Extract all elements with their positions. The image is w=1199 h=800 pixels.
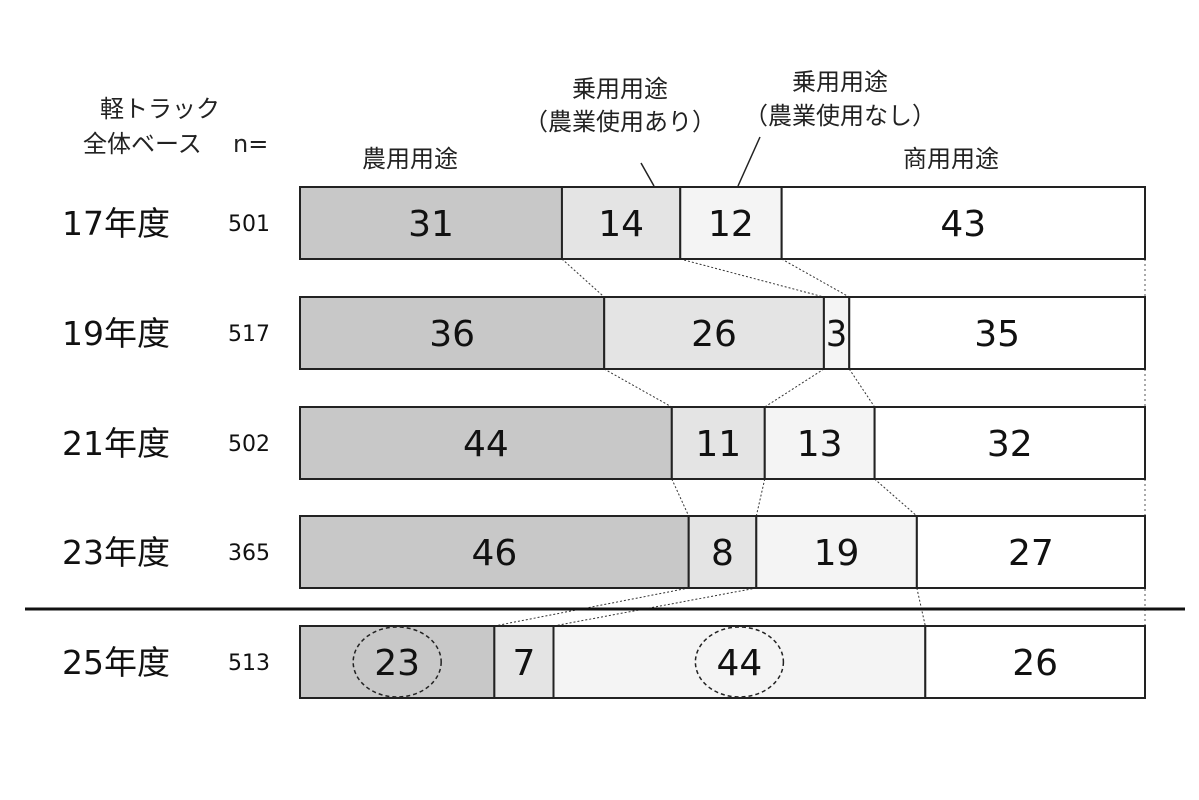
bar-segment — [755, 515, 918, 589]
legend-passenger-farm-line2: （農業使用あり） — [524, 108, 716, 136]
bar-segment — [924, 625, 1146, 699]
legend-passenger-farm-line1: 乗用用途 — [572, 75, 668, 103]
data-label: 26 — [691, 314, 737, 355]
bar-segment — [915, 515, 1146, 589]
year-label: 17年度 — [62, 204, 170, 243]
data-label: 3 — [826, 314, 847, 355]
bar-segment — [763, 406, 876, 480]
connector-line — [494, 587, 689, 627]
data-label: 23 — [374, 643, 420, 684]
bar-segment — [848, 296, 1146, 370]
n-value: 517 — [228, 322, 270, 347]
data-label: 27 — [1008, 533, 1054, 574]
bar-segment — [299, 625, 496, 699]
data-label: 11 — [695, 424, 741, 465]
legend-pointer-line — [640, 162, 655, 187]
data-label: 43 — [940, 204, 986, 245]
connector-line — [603, 368, 673, 408]
data-label: 8 — [711, 533, 734, 574]
n-label: n= — [233, 130, 269, 158]
data-label: 12 — [708, 204, 754, 245]
data-label: 26 — [1012, 643, 1058, 684]
connector-line — [916, 587, 926, 627]
connector-line — [848, 368, 876, 408]
bar-segment — [603, 296, 825, 370]
year-label: 21年度 — [62, 424, 170, 463]
n-value: 501 — [228, 212, 270, 237]
data-label: 44 — [716, 643, 762, 684]
connector-line — [553, 587, 757, 627]
data-label: 13 — [797, 424, 843, 465]
connector-line — [874, 478, 918, 517]
connector-line — [764, 368, 825, 408]
connector-line — [671, 478, 690, 517]
legend-passenger-nofarm-line1: 乗用用途 — [792, 68, 888, 96]
n-value: 513 — [228, 651, 270, 676]
bar-segment — [687, 515, 758, 589]
data-label: 31 — [408, 204, 454, 245]
bar-segment — [780, 186, 1147, 260]
base-label-line2: 全体ベース — [83, 130, 202, 158]
highlight-circle — [352, 626, 442, 698]
data-label: 7 — [512, 643, 535, 684]
year-label: 19年度 — [62, 314, 170, 353]
connector-line — [561, 258, 605, 298]
legend-commercial: 商用用途 — [903, 145, 999, 173]
bar-segment — [873, 406, 1146, 480]
n-value: 502 — [228, 432, 270, 457]
data-label: 19 — [814, 533, 860, 574]
data-label: 35 — [974, 314, 1020, 355]
legend-agri: 農用用途 — [362, 145, 458, 173]
data-label: 36 — [429, 314, 475, 355]
bar-segment — [299, 186, 563, 260]
data-label: 46 — [471, 533, 517, 574]
connector-line — [755, 478, 766, 517]
data-label: 32 — [987, 424, 1033, 465]
bar-segment — [493, 625, 555, 699]
year-label: 25年度 — [62, 643, 170, 682]
bar-segment — [299, 406, 673, 480]
base-label-line1: 軽トラック — [100, 95, 220, 123]
data-label: 44 — [463, 424, 509, 465]
legend-pointer-line — [737, 136, 761, 187]
connector-line — [680, 258, 825, 298]
bar-segment — [552, 625, 927, 699]
connector-line — [781, 258, 850, 298]
legend-passenger-nofarm-line2: （農業使用なし） — [744, 102, 936, 130]
year-label: 23年度 — [62, 533, 170, 572]
data-label: 14 — [598, 204, 644, 245]
highlight-circle — [694, 626, 785, 698]
n-value: 365 — [228, 541, 270, 566]
